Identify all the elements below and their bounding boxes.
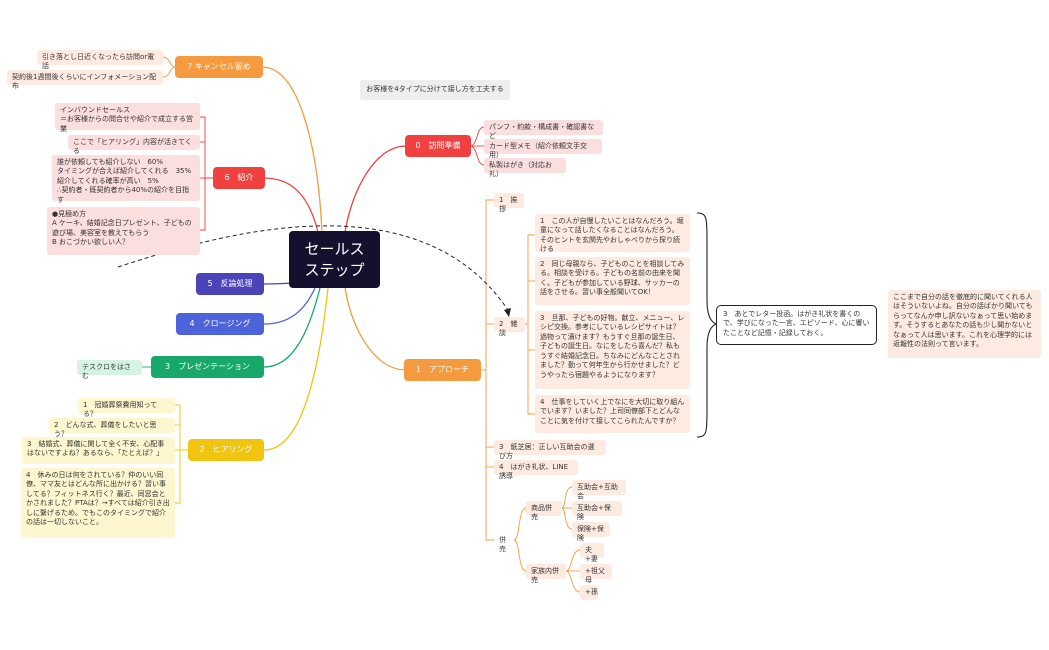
chat-item-1[interactable]: 1 この人が自慢したいことはなんだろう。堀童になって話したくなることはなんだろう… (535, 214, 690, 253)
approach-postcard[interactable]: 4 はがき礼状、LINE誘導 (494, 460, 578, 480)
referral-item[interactable]: インバウンドセールス ＝お客様からの問合せや紹介で成立する営業 (55, 103, 200, 133)
approach-dual-sales[interactable]: 併売 (499, 536, 506, 554)
branch-closing[interactable]: 4 クロージング (176, 313, 264, 335)
branch-line-closing (263, 287, 316, 325)
dual-product-item[interactable]: 互助会+保険 (572, 501, 622, 521)
branch-line-visit-prep (344, 145, 407, 233)
central-topic[interactable]: セールス ステップ (289, 231, 380, 288)
chat-item-2[interactable]: 2 同じ母親なら、子どものことを相談してみる。相談を受ける。子どもの名前の由来を… (535, 257, 690, 305)
cancel-item[interactable]: 引き落とし日近くなったら訪問or電話 (37, 50, 163, 70)
dual-product-item[interactable]: 保険+保険 (572, 522, 610, 542)
referral-item[interactable]: 誰が依頼しても紹介しない 60% タイミングが合えば紹介してくれる 35% 紹介… (52, 155, 200, 204)
hearing-item-4[interactable]: 4 休みの日は何をされている？仲のいい同僚、ママ友とはどんな所に出かける？習い事… (21, 468, 175, 538)
approach-greeting[interactable]: 1 挨拶 (494, 193, 524, 213)
hearing-item-2[interactable]: 2 どんな式、葬儀をしたいと思う？ (49, 418, 175, 438)
branch-line-presentation (263, 287, 321, 368)
referral-item[interactable]: ●見極め方 A ケーキ、結婚記念日プレゼント、子どもの遊び場、美容室を教えてもら… (47, 207, 200, 255)
branch-line-approach (344, 287, 407, 371)
hearing-item-1[interactable]: 1 冠婚葬祭費用知ってる？ (78, 398, 175, 418)
chat-bracket (696, 212, 718, 438)
reciprocity-note[interactable]: ここまで自分の話を徹底的に聞いてくれる人はそういないよね。自分の話ばかり聞いても… (888, 290, 1041, 358)
hearing-item-3[interactable]: 3 結婚式、葬儀に関して全く不安、心配事はないですよね？あるなら、「たとえば？」 (22, 437, 175, 464)
relation-arrowhead (504, 308, 511, 317)
visit-prep-item[interactable]: カード型メモ（紹介依頼文手交用） (484, 139, 602, 159)
branch-presentation[interactable]: 3 プレゼンテーション (151, 356, 264, 378)
branch-referral[interactable]: 6 紹介 (213, 167, 265, 189)
banner-note[interactable]: お客様を4タイプに分けて接し方を工夫する (360, 80, 510, 100)
approach-kamishibai[interactable]: 3 紙芝居：正しい互助会の選び方 (494, 440, 606, 460)
branch-approach[interactable]: 1 アプローチ (404, 359, 481, 381)
chat-item-4[interactable]: 4 仕事をしていく上でなにを大切に取り組んでいます？いました？上司同僚部下とどん… (535, 395, 690, 433)
cancel-item[interactable]: 契約後1週間後くらいにインフォメーション配布 (7, 70, 163, 90)
dual-product-item[interactable]: 互助会+互助会 (572, 480, 626, 500)
referral-item[interactable]: ここで「ヒアリング」内容が活きてくる (68, 135, 200, 155)
dual-family-item[interactable]: 夫+妻 (580, 543, 604, 563)
chat-item-3[interactable]: 3 旦那、子どもの好物。献立、メニュー、レシピ交換。参考にしているレシピサイトは… (535, 311, 690, 389)
branch-line-hearing (263, 287, 329, 451)
approach-note-letter[interactable]: 3 あとでレター投函。はがき礼状を書くので、学びになった一言、エピソード、心に響… (716, 305, 877, 345)
dual-family-item[interactable]: +祖父母 (580, 564, 612, 584)
approach-chat[interactable]: 2 雑談 (494, 317, 525, 337)
visit-prep-item[interactable]: パンフ・約款・構成書・確認書など (484, 120, 603, 140)
branch-line-referral (263, 177, 319, 233)
dual-product[interactable]: 商品併売 (526, 501, 562, 521)
branch-cancel[interactable]: 7 キャンセル留め (175, 56, 263, 78)
branch-objection[interactable]: 5 反論処理 (196, 273, 264, 295)
branch-visit-prep[interactable]: 0 訪問準備 (405, 135, 471, 157)
dual-family[interactable]: 家族内併売 (526, 564, 566, 584)
dual-family-item[interactable]: +孫 (580, 585, 598, 600)
visit-prep-item[interactable]: 私製はがき（対応お礼） (484, 158, 566, 178)
presentation-item[interactable]: テスクロをはさむ (77, 360, 142, 380)
branch-hearing[interactable]: 2 ヒアリング (188, 439, 264, 461)
branch-line-cancel (261, 66, 323, 233)
